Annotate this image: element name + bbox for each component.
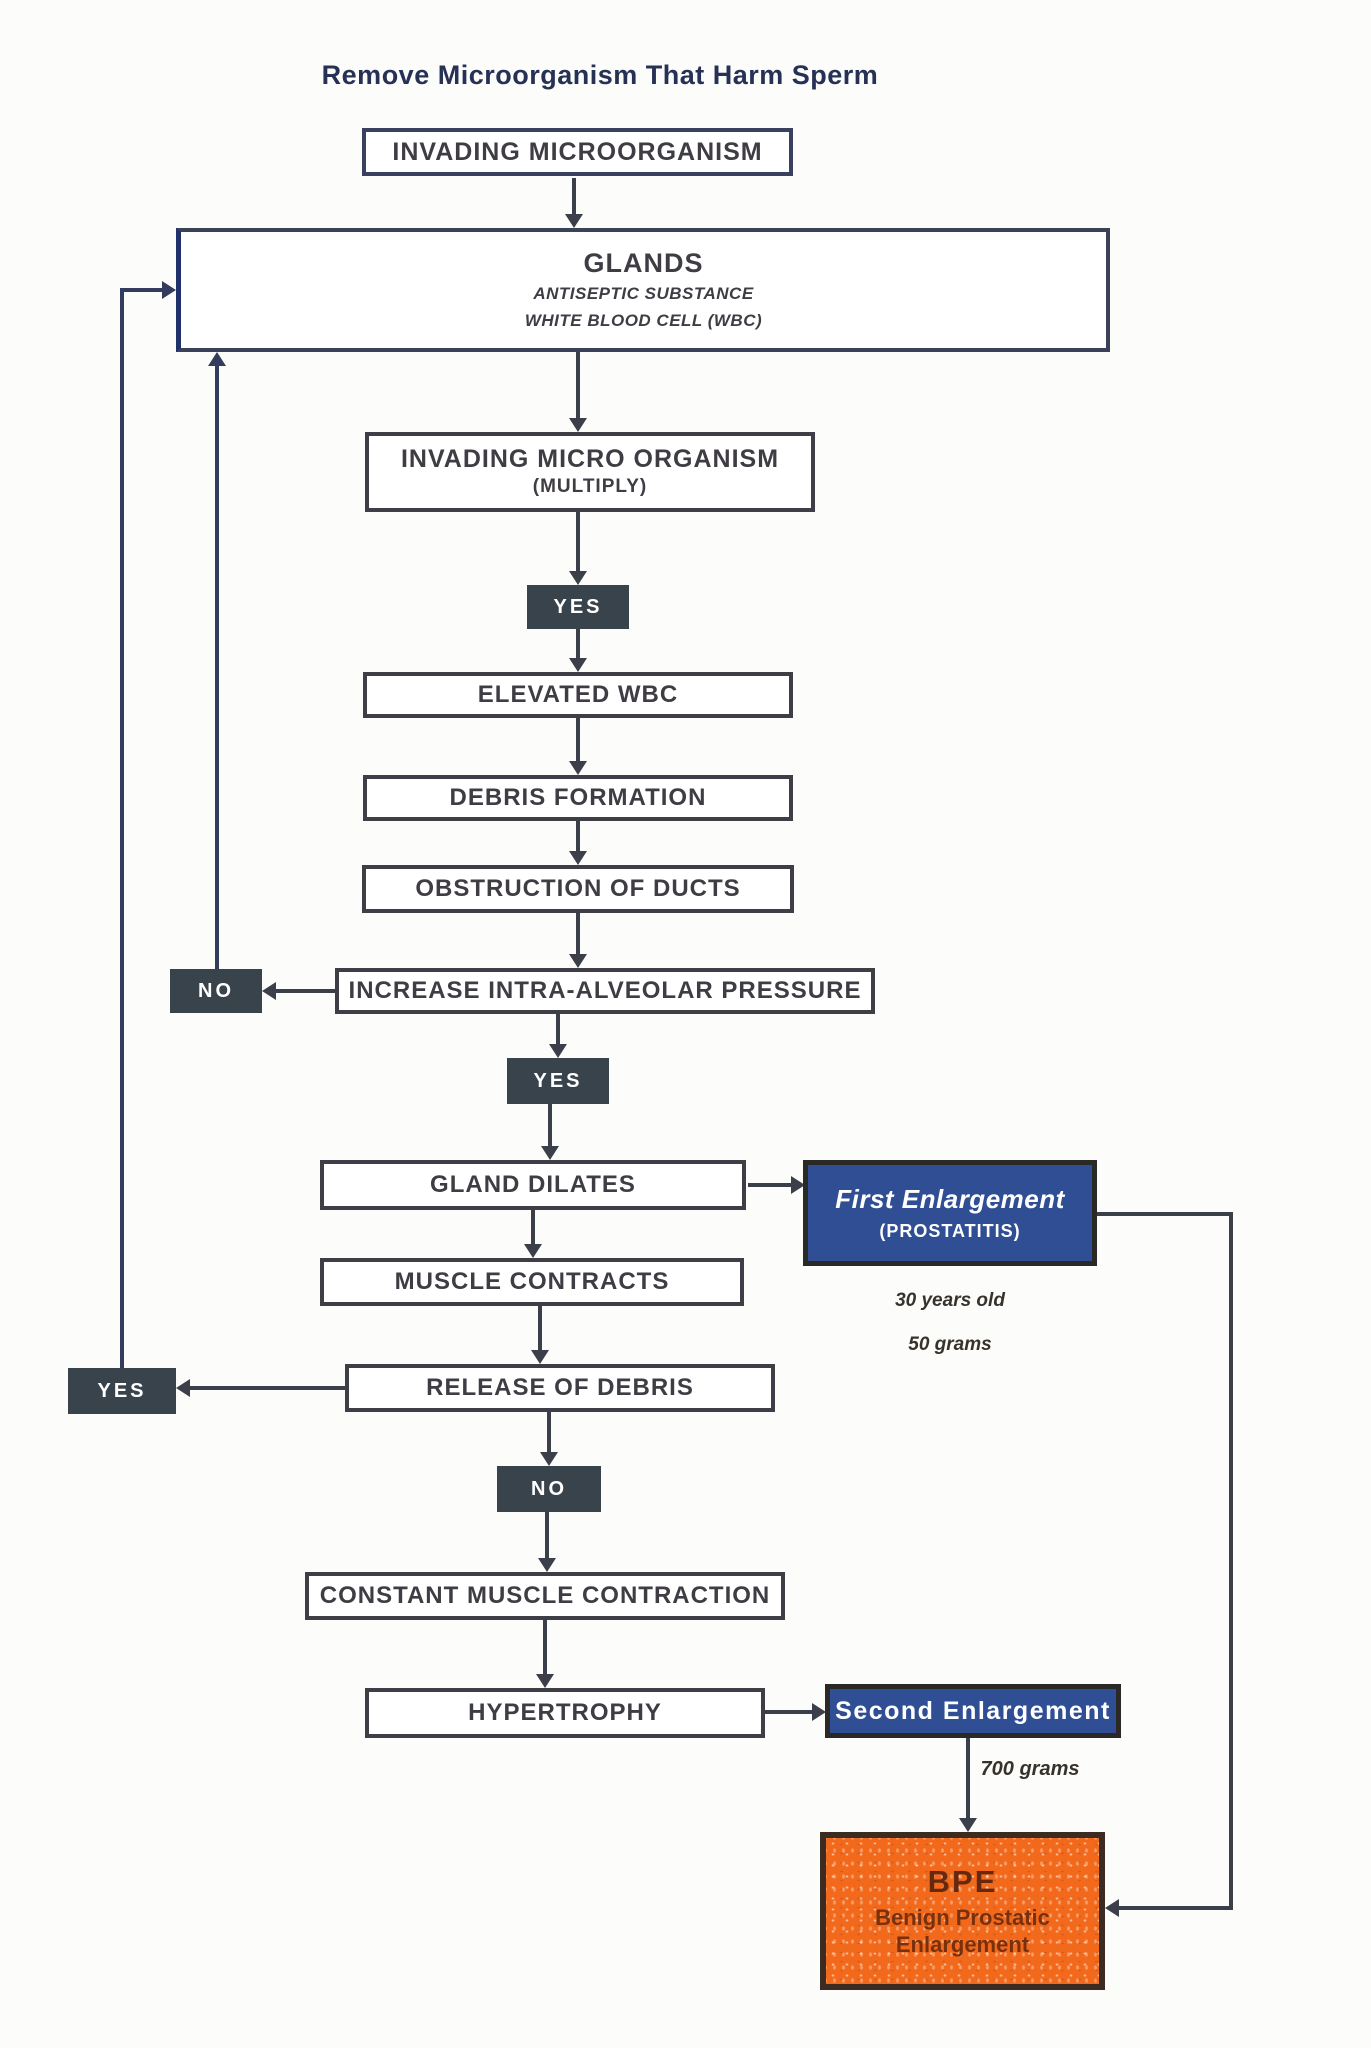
arrow-yes-to-elevated-line <box>576 629 580 658</box>
node-muscle-contracts: MUSCLE CONTRACTS <box>320 1258 744 1306</box>
node-subtext: Enlargement <box>895 1932 1030 1957</box>
arrow-down-icon <box>569 658 587 672</box>
note-30-years-old: 30 years old <box>895 1290 1005 1311</box>
arrow-obstruction-to-increase-line <box>576 913 580 954</box>
node-release-of-debris: RELEASE OF DEBRIS <box>345 1364 775 1412</box>
arrow-down-icon <box>569 571 587 585</box>
node-label: GLAND DILATES <box>430 1171 636 1199</box>
node-hypertrophy: HYPERTROPHY <box>365 1688 765 1738</box>
arrow-release-to-no-line <box>547 1412 551 1452</box>
arrow-muscle-to-release-line <box>538 1306 542 1350</box>
node-label: GLANDS <box>583 247 704 278</box>
node-label: Second Enlargement <box>835 1696 1111 1725</box>
node-label: BPE <box>927 1863 998 1899</box>
node-debris-formation: DEBRIS FORMATION <box>363 775 793 821</box>
badge-yes-release: YES <box>68 1368 176 1414</box>
arrow-down-icon <box>549 1044 567 1058</box>
node-obstruction-of-ducts: OBSTRUCTION OF DUCTS <box>362 865 794 913</box>
arrow-release-to-yes-line <box>190 1386 345 1390</box>
arrow-down-icon <box>540 1452 558 1466</box>
connector-first-to-bpe-vertical-line <box>1229 1212 1233 1910</box>
node-subtext: WHITE BLOOD CELL (WBC) <box>524 311 763 331</box>
arrow-down-icon <box>538 1558 556 1572</box>
arrow-down-icon <box>959 1818 977 1832</box>
node-label: DEBRIS FORMATION <box>449 784 707 812</box>
node-second-enlargement: Second Enlargement <box>825 1684 1121 1738</box>
arrow-increase-to-no-line <box>276 989 335 993</box>
arrow-left-icon <box>176 1379 190 1397</box>
connector-first-to-bpe-bottom-line <box>1119 1906 1233 1910</box>
node-label: HYPERTROPHY <box>468 1699 662 1727</box>
arrow-down-icon <box>541 1146 559 1160</box>
node-label: INCREASE INTRA-ALVEOLAR PRESSURE <box>348 977 862 1005</box>
arrow-hypertrophy-to-second-line <box>765 1710 812 1714</box>
arrow-down-icon <box>569 418 587 432</box>
node-label: MUSCLE CONTRACTS <box>394 1268 670 1296</box>
badge-no-release: NO <box>497 1466 601 1512</box>
arrow-no-to-constant-line <box>545 1512 549 1558</box>
arrow-left-icon <box>1105 1899 1119 1917</box>
node-label: INVADING MICRO ORGANISM <box>400 444 780 473</box>
arrow-left-icon <box>262 982 276 1000</box>
arrow-up-icon <box>208 352 226 366</box>
arrow-down-icon <box>569 954 587 968</box>
node-elevated-wbc: ELEVATED WBC <box>363 672 793 718</box>
badge-no-pressure: NO <box>170 969 262 1013</box>
arrow-multiply-to-yes-line <box>576 512 580 571</box>
node-subtext: (PROSTATITIS) <box>879 1221 1021 1241</box>
feedback-no-riser-line <box>215 366 219 969</box>
arrow-dilates-to-muscle-line <box>531 1210 535 1244</box>
badge-yes-pressure: YES <box>507 1058 609 1104</box>
badge-yes-multiply: YES <box>527 585 629 629</box>
node-label: OBSTRUCTION OF DUCTS <box>415 875 741 903</box>
feedback-yes-elbow-line <box>120 288 164 292</box>
node-gland-dilates: GLAND DILATES <box>320 1160 746 1210</box>
node-label: CONSTANT MUSCLE CONTRACTION <box>319 1582 771 1610</box>
arrow-right-icon <box>812 1703 826 1721</box>
page-title: Remove Microorganism That Harm Sperm <box>321 60 879 90</box>
arrow-constant-to-hypertrophy-line <box>543 1620 547 1674</box>
node-first-enlargement: First Enlargement (PROSTATITIS) <box>803 1160 1097 1266</box>
arrow-yes-to-dilates-line <box>548 1104 552 1146</box>
node-label: ELEVATED WBC <box>477 681 679 709</box>
arrow-right-icon <box>162 281 176 299</box>
node-invading-micro-organism-multiply: INVADING MICRO ORGANISM (MULTIPLY) <box>365 432 815 512</box>
node-subtext: ANTISEPTIC SUBSTANCE <box>533 284 754 304</box>
arrow-debris-to-obstruction-line <box>576 821 580 851</box>
arrow-down-icon <box>536 1674 554 1688</box>
node-increase-intra-alveolar-pressure: INCREASE INTRA-ALVEOLAR PRESSURE <box>335 968 875 1014</box>
node-label: RELEASE OF DEBRIS <box>426 1374 694 1402</box>
arrow-down-icon <box>524 1244 542 1258</box>
arrow-glands-to-multiply-line <box>576 352 580 418</box>
arrow-increase-to-yes-line <box>556 1014 560 1044</box>
node-bpe: BPE Benign Prostatic Enlargement <box>820 1832 1105 1990</box>
arrow-down-icon <box>531 1350 549 1364</box>
arrow-down-icon <box>569 851 587 865</box>
note-700-grams: 700 grams <box>980 1758 1080 1780</box>
node-subtext: (MULTIPLY) <box>532 476 648 498</box>
arrow-right-icon <box>791 1176 805 1194</box>
node-glands: GLANDS ANTISEPTIC SUBSTANCE WHITE BLOOD … <box>176 228 1110 352</box>
arrow-down-icon <box>565 214 583 228</box>
node-invading-microorganism: INVADING MICROORGANISM <box>362 128 793 176</box>
arrow-dilates-to-first-line <box>748 1183 791 1187</box>
node-label: INVADING MICROORGANISM <box>392 137 763 166</box>
node-constant-muscle-contraction: CONSTANT MUSCLE CONTRACTION <box>305 1572 785 1620</box>
feedback-yes-riser-line <box>120 288 124 1368</box>
arrow-invading-to-glands-line <box>572 178 576 214</box>
arrow-second-to-bpe-line <box>966 1738 970 1818</box>
node-label: First Enlargement <box>835 1184 1065 1214</box>
connector-first-to-bpe-top-line <box>1097 1212 1233 1216</box>
node-subtext: Benign Prostatic <box>875 1904 1050 1930</box>
arrow-down-icon <box>569 761 587 775</box>
note-50-grams: 50 grams <box>908 1334 992 1355</box>
arrow-elevated-to-debris-line <box>576 718 580 761</box>
